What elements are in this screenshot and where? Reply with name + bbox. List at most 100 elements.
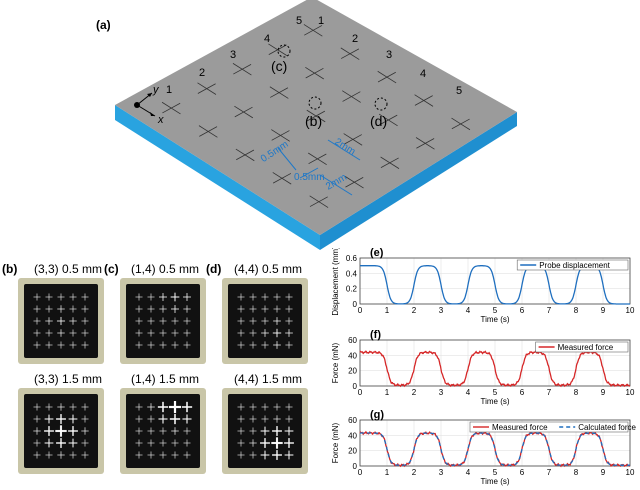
grid-cross-arm [414,95,433,106]
legend-box [535,341,629,353]
plot-frame [359,419,631,467]
axis-x-label: x [157,114,164,126]
x-tick-label: 1 [385,306,390,315]
caption-d-top: (4,4) 0.5 mm [234,262,303,276]
caption-b-top: (3,3) 0.5 mm [34,262,103,276]
edge-label-1-left: 1 [166,84,172,96]
edge-label-4-left: 4 [264,33,270,45]
probe-circle-c [277,44,291,58]
grid-cross-arm [197,83,216,94]
x-axis-label: Time (s) [480,477,509,486]
y-tick-label: 0 [353,382,358,391]
x-tick-label: 0 [358,388,363,397]
grid-cross-arm [268,44,287,55]
grid-cross-arm [233,63,252,75]
y-axis-label: Displacement (mm) [331,248,340,316]
grid-cross-arm [304,25,323,36]
sensor-side-right [320,112,517,250]
dimension-lines [277,139,361,196]
grid-cross-arm [451,118,470,130]
panel-d-label: (d) [206,262,222,276]
circle-label-c: (c) [271,58,287,74]
grid-cross-arm [379,114,398,126]
x-axis-label: Time (s) [480,397,509,406]
x-arrowhead [150,112,155,116]
sensor-top-face [115,0,517,235]
dim-label-0-5mm-b: 0.5mm [294,172,325,183]
x-tick-label: 10 [626,306,635,315]
x-tick-label: 5 [493,388,498,397]
caption-b-bottom: (3,3) 1.5 mm [34,372,103,386]
grid-cross-arm [340,48,360,59]
edge-label-2-right: 2 [352,33,358,45]
edge-label-1-right: 1 [318,15,324,27]
y-tick-label: 0.6 [346,254,358,263]
y-tick-label: 0.2 [346,285,358,294]
chart-panel-label: (g) [370,409,384,421]
x-tick-label: 7 [547,306,552,315]
legend-label: Measured force [492,423,548,432]
x-tick-label: 2 [412,388,417,397]
grid-cross-arm [270,87,289,98]
grid-cross-arm [162,102,181,114]
chart-panel-label: (e) [370,248,384,259]
grid-cross-arm [416,138,435,149]
x-tick-label: 1 [385,388,390,397]
x-tick-label: 5 [493,468,498,477]
x-tick-label: 7 [547,468,552,477]
probe-circle-b [308,96,322,110]
x-tick-label: 1 [385,468,390,477]
y-axis-label: Force (mN) [331,342,340,383]
sensor-diagram: 5 1 4 2 3 3 2 4 1 5 (c) (b) (d) y x 0.5m… [115,0,517,250]
edge-label-5-left: 5 [296,15,302,27]
sensor-side-front [115,105,320,250]
chart-panel-label: (f) [370,329,381,341]
photo-d-0-5mm [222,278,308,364]
edge-label-3-left: 3 [230,49,236,61]
caption-c-top: (1,4) 0.5 mm [131,262,200,276]
legend-label: Calculated force [578,423,636,432]
edge-label-5-right: 5 [456,85,462,97]
x-tick-label: 8 [574,388,579,397]
x-tick-label: 3 [439,468,444,477]
series-line [360,432,630,466]
panel-c-label: (c) [104,262,119,276]
photo-c-1-5mm [120,388,206,474]
y-tick-label: 40 [348,431,357,440]
series-line [359,350,631,388]
y-tick-label: 0.4 [346,269,358,278]
caption-d-bottom: (4,4) 1.5 mm [234,372,303,386]
x-tick-label: 2 [412,468,417,477]
x-tick-label: 0 [358,468,363,477]
panel-b-label: (b) [2,262,18,276]
grid-cross-arm [234,106,253,118]
x-tick-label: 9 [601,388,606,397]
legend-label: Probe displacement [539,261,610,270]
edge-label-3-right: 3 [386,49,392,61]
grid-cross-arm [306,110,326,122]
x-tick-label: 6 [520,388,525,397]
x-tick-label: 7 [547,388,552,397]
photo-d-1-5mm [222,388,308,474]
photo-b-1-5mm [18,388,104,474]
x-tick-label: 3 [439,306,444,315]
grid-cross-arm [271,130,290,141]
grid-cross-arm [272,173,292,184]
grid-cross-arm [380,157,399,169]
grid-cross-arm [305,67,324,79]
x-tick-label: 6 [520,306,525,315]
x-axis-label: Time (s) [480,315,509,324]
grid-cross-arm [343,134,362,145]
x-tick-label: 4 [466,306,471,315]
y-tick-label: 60 [348,336,357,345]
grid-cross-arm [342,91,361,102]
x-tick-label: 6 [520,468,525,477]
grid-cross-arm [377,71,396,83]
x-tick-label: 3 [439,388,444,397]
axis-y-label: y [152,84,160,96]
x-tick-label: 8 [574,306,579,315]
grid-cross-arm [199,126,218,137]
probe-circle-d [374,97,388,111]
